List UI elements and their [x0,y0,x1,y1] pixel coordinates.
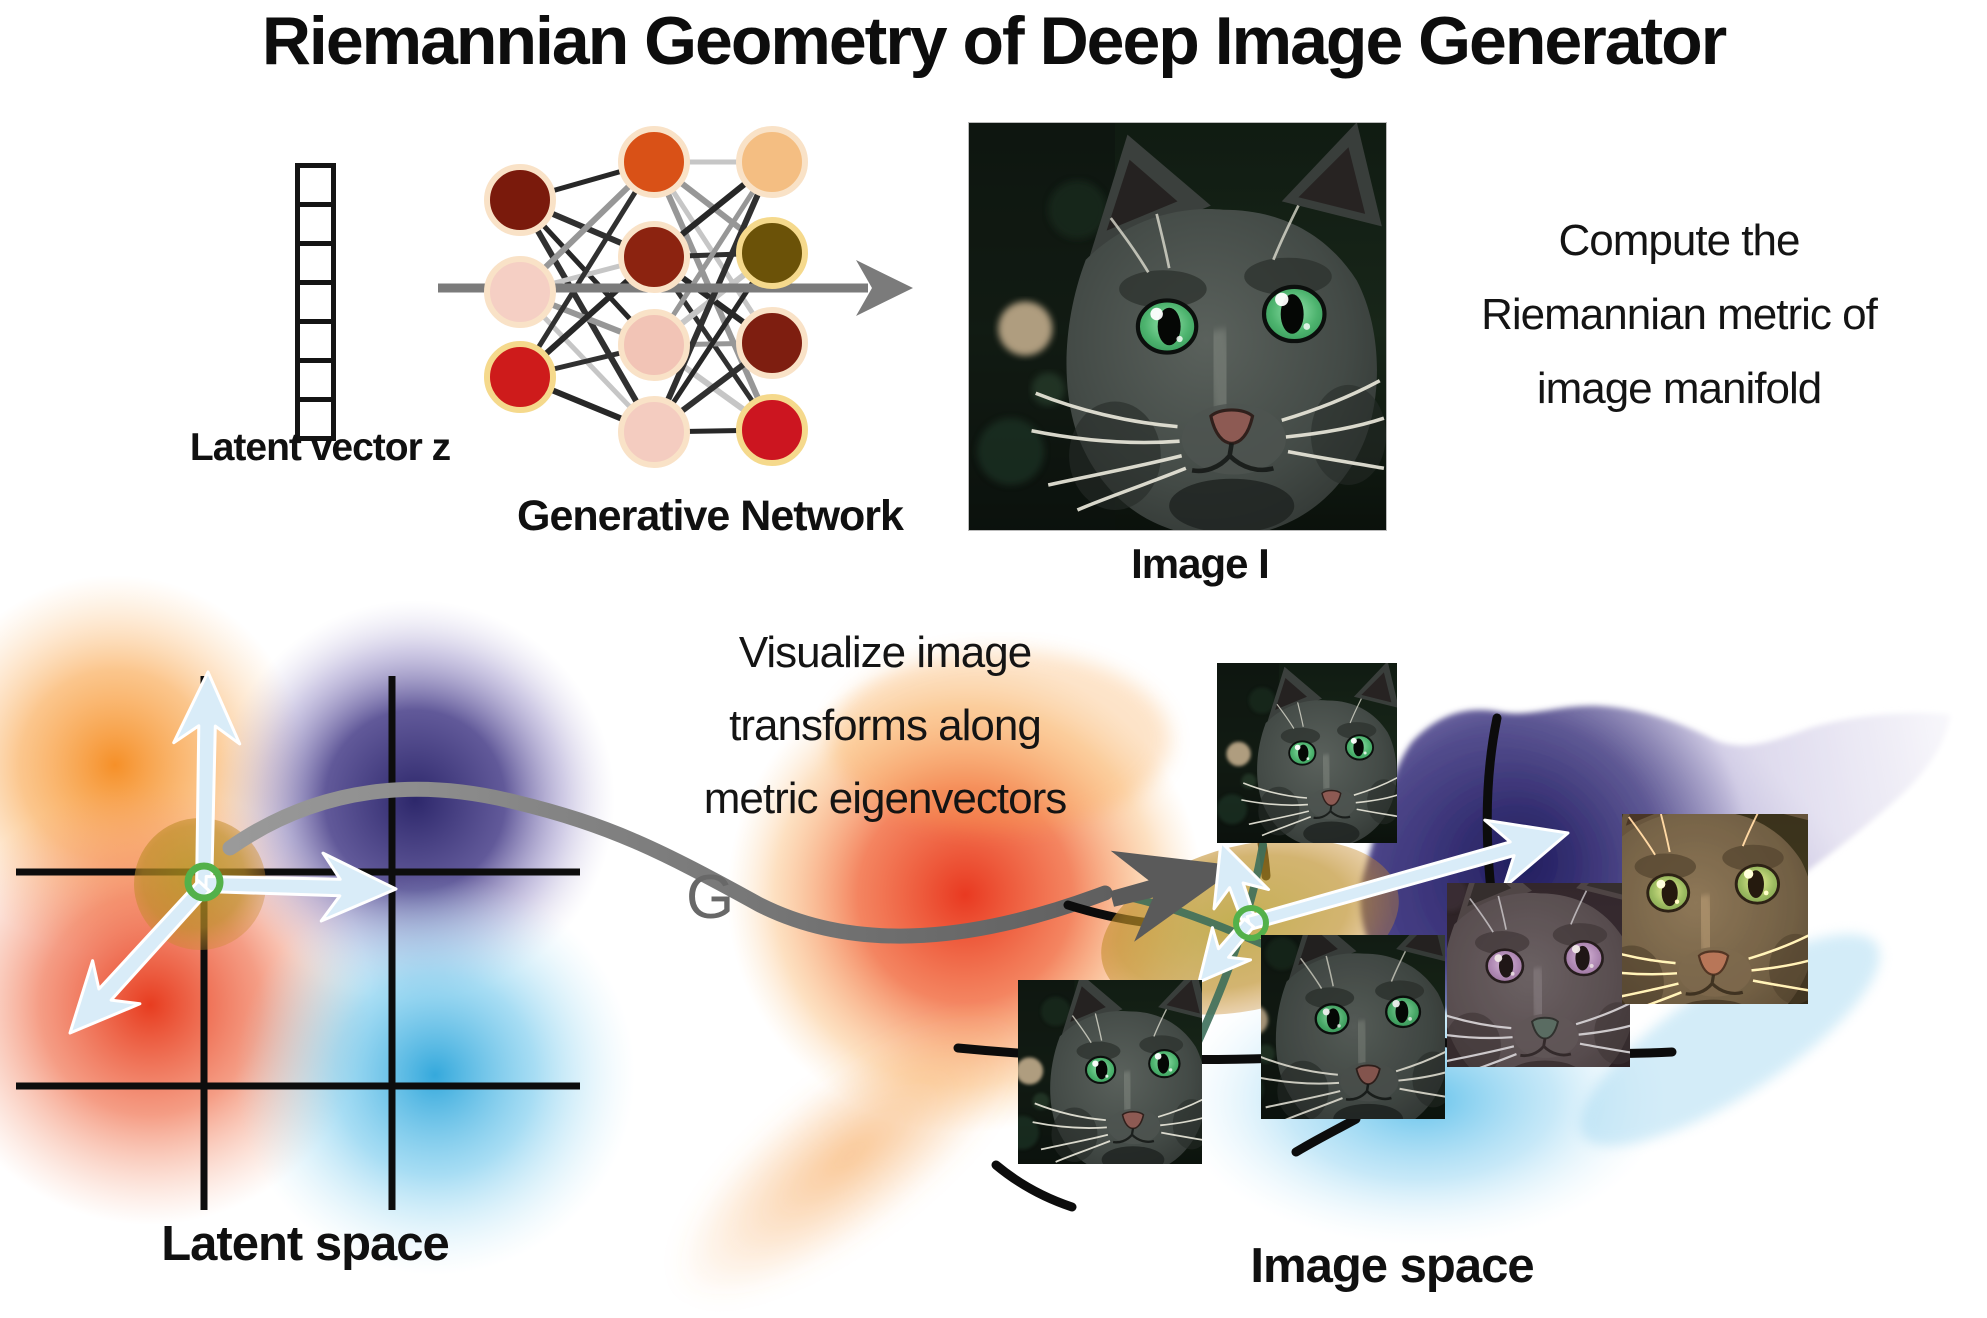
network-edge [651,160,775,434]
generator-map-arrow-curve [222,781,1113,944]
network-node [618,126,690,198]
latent-vector-label: Latent vector z [189,426,451,469]
latent-vector-cell [300,207,331,246]
latent-vector-cell [300,285,331,324]
cat-image-sample-3 [1261,935,1445,1119]
latent-space-label: Latent space [161,1217,450,1271]
eigenvector-arrow [204,851,398,923]
network-node [618,221,690,293]
latent-vector-cell [300,324,331,363]
visualize-transforms-note: Visualize image transforms along metric … [635,616,1135,835]
generative-network-label: Generative Network [517,492,904,540]
network-edge [651,160,775,347]
latent-vector [295,163,336,441]
figure-title: Riemannian Geometry of Deep Image Genera… [261,3,1727,79]
network-node [484,256,556,328]
generative-network-diagram [438,126,913,468]
latent-vector-cell [300,402,331,436]
generated-image-I [968,122,1387,531]
network-node [618,396,690,468]
latent-space-density [0,575,635,1275]
image-space-label: Image space [1250,1239,1534,1293]
latent-vector-cell [300,168,331,207]
generator-map-label: G [686,863,735,932]
compute-metric-note: Compute the Riemannian metric of image m… [1459,204,1899,426]
compute-note-line2: Riemannian metric of [1481,290,1878,339]
latent-vector-cell [300,363,331,402]
image-i-label: Image I [1131,540,1270,587]
compute-note-line3: image manifold [1536,364,1822,413]
network-node [484,164,556,236]
metric-eigenvector-arrows [68,670,1570,1035]
visualize-note-line3: metric eigenvectors [703,774,1067,823]
network-flow-arrowhead [856,260,913,316]
eigenvector-arrow [68,879,211,1035]
visualize-note-line1: Visualize image [738,628,1032,677]
network-node [736,394,808,466]
cat-image-sample-2 [1018,980,1202,1164]
latent-origin-ring [184,862,224,902]
generator-map-arrowhead [1110,850,1240,942]
network-node [484,341,556,413]
network-node [618,309,690,381]
visualize-note-line2: transforms along [729,701,1042,750]
image-origin-ring [1233,905,1269,941]
eigenvector-arrow [1110,850,1240,942]
network-edge [517,160,657,379]
cat-image-sample-5 [1622,814,1808,1004]
cat-image-sample-1 [1217,663,1397,843]
latent-vector-cell [300,246,331,285]
compute-note-line1: Compute the [1558,216,1801,265]
network-node [736,217,808,289]
network-node [736,126,808,198]
image-manifold-orange-tail [674,1010,1026,1300]
cat-image-sample-4 [1447,883,1630,1067]
network-node [736,307,808,379]
